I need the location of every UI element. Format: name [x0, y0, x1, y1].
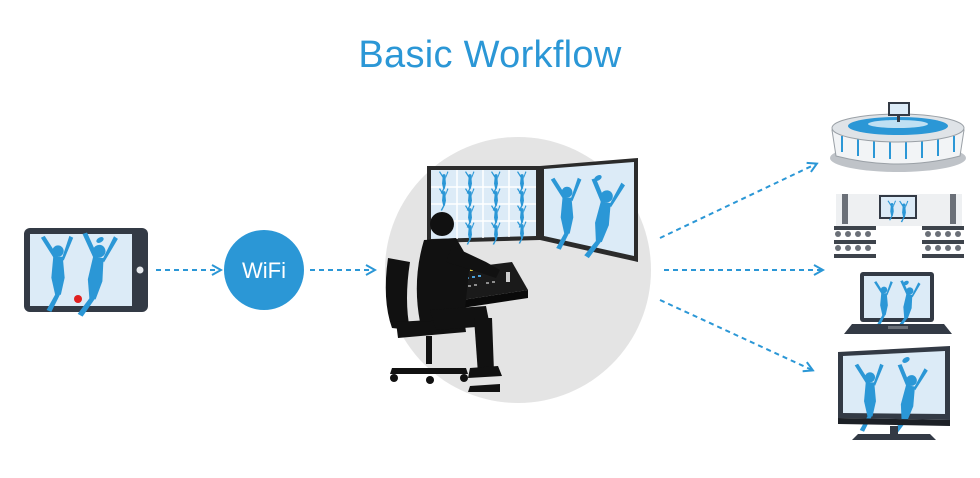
wifi-circle: WiFi: [224, 230, 304, 310]
program-screen: [540, 158, 638, 263]
tablet-camera-icon: [24, 228, 148, 321]
tv-monitor-icon: [838, 346, 950, 440]
operator-at-switcher: [385, 137, 651, 403]
diagram-title: Basic Workflow: [358, 34, 622, 76]
operator-silhouette: [385, 212, 502, 392]
laptop-icon: [844, 272, 952, 334]
stadium-icon: [830, 102, 966, 172]
wifi-label: WiFi: [242, 258, 286, 283]
arrow-to-tv: [659, 299, 812, 370]
record-dot-icon: [74, 295, 82, 303]
conference-room-icon: [834, 194, 964, 258]
multiview-screen: [427, 166, 540, 245]
arrow-to-stadium: [659, 164, 816, 239]
